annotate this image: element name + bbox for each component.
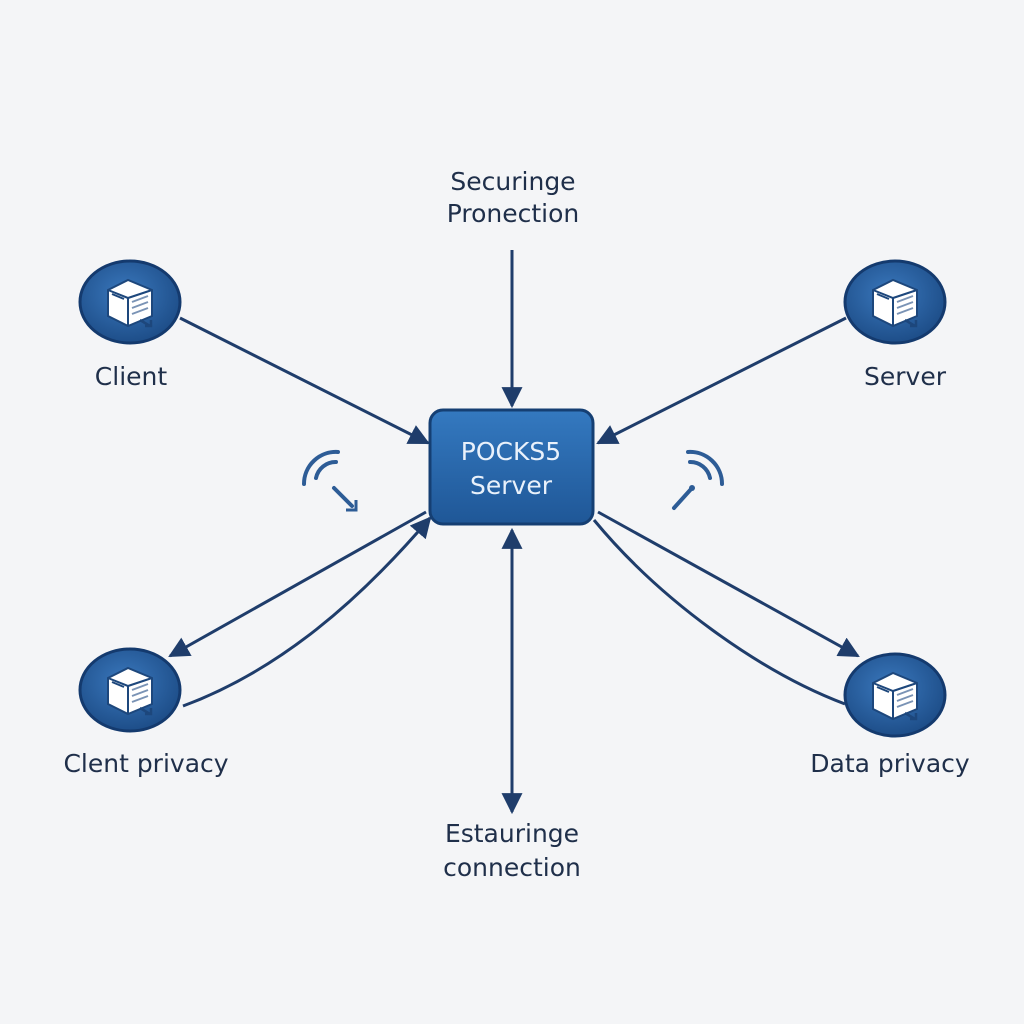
- node-data-privacy-label: Data privacy: [810, 749, 970, 778]
- node-data-privacy[interactable]: Data privacy: [810, 652, 970, 778]
- node-client[interactable]: Client: [78, 259, 182, 391]
- bottom-label-line1: Estauringe: [445, 819, 579, 848]
- hub-label-line1: POCKS5: [461, 437, 561, 466]
- edge-data-privacy-curve: [592, 519, 846, 706]
- edge-client-to-hub: [179, 316, 430, 445]
- node-server-label: Server: [864, 362, 947, 391]
- edge-hub-to-data-privacy: [597, 510, 860, 658]
- wireless-signal-icon-left: [301, 449, 358, 512]
- node-client-privacy[interactable]: Clent privacy: [63, 647, 229, 778]
- server-box-icon: [871, 278, 919, 328]
- edge-server-to-hub: [596, 316, 847, 445]
- wireless-signal-icon-right: [672, 449, 725, 510]
- bottom-label-line2: connection: [443, 853, 581, 882]
- hub-label-line2: Server: [470, 471, 553, 500]
- hub-node[interactable]: POCKS5 Server: [428, 408, 595, 526]
- server-box-icon: [871, 671, 919, 721]
- node-server[interactable]: Server: [843, 259, 947, 391]
- top-label-line1: Securinge: [450, 167, 575, 196]
- node-client-label: Client: [95, 362, 168, 391]
- server-box-icon: [106, 666, 154, 716]
- edge-client-privacy-curve: [182, 516, 432, 708]
- top-label-line2: Pronection: [447, 199, 580, 228]
- edge-hub-to-client-privacy: [168, 510, 427, 658]
- node-client-privacy-label: Clent privacy: [63, 749, 228, 778]
- server-box-icon: [106, 278, 154, 328]
